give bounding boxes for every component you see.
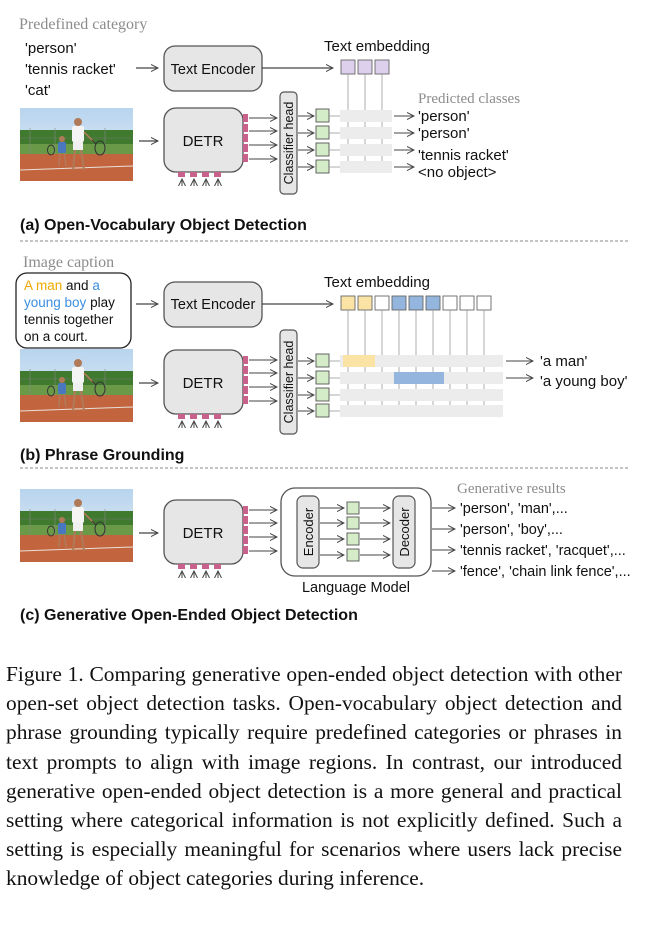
match-bar-young-boy [394,372,444,384]
caption-line-4: on a court. [24,329,88,344]
detr-to-lm-arrows-c [249,510,277,551]
detr-queries-a [178,114,248,177]
photo-a [19,107,134,182]
photo-b [19,348,134,423]
encoder-box [296,495,320,569]
prediction-2: 'tennis racket' [418,147,509,164]
text-embedding-label-a: Text embedding [324,38,430,55]
generative-results-header: Generative results [457,481,566,497]
caption-line-1: A man and a [24,278,100,293]
head-to-query-arrows-b [298,361,314,411]
decoder-label: Decoder [397,507,412,557]
text-encoder-label-a: Text Encoder [171,62,256,78]
panel-a-header: Predefined category [19,16,147,33]
category-tennis-racket: 'tennis racket' [25,61,116,78]
caption-line-2: young boy play [24,295,115,310]
detr-queries-b [178,356,248,419]
decoder-box [392,495,416,569]
text-encoder-label-b: Text Encoder [171,297,256,313]
detr-label-a: DETR [183,133,224,150]
panel-b-header: Image caption [23,254,114,271]
embedding-cell-a3 [374,59,390,75]
embedding-cell-a2 [357,59,373,75]
classifier-head-label-b: Classifier head [282,341,296,424]
lm-internal-arrows [320,508,390,555]
detr-input-arrows-a [182,179,218,186]
detr-to-head-arrows-b [249,360,277,401]
classifier-head-label-a: Classifier head [282,102,296,185]
score-bars-b [340,355,503,417]
classifier-head-a [279,91,298,195]
output-a-young-boy: 'a young boy' [540,373,628,390]
detr-to-head-arrows-a [249,118,277,159]
detr-label-c: DETR [183,525,224,542]
detr-input-arrows-b [182,421,218,428]
result-3: 'fence', 'chain link fence',... [460,564,631,580]
score-bars-a [340,110,392,173]
query-cells-b [315,353,330,418]
predicted-classes-header: Predicted classes [418,91,520,107]
category-person: 'person' [25,40,77,57]
lm-output-arrows [432,508,455,571]
result-2: 'tennis racket', 'racquet',... [460,543,626,559]
text-embedding-label-b: Text embedding [324,274,430,291]
detr-label-b: DETR [183,375,224,392]
caption-phrase-young-boy: young boy [24,295,87,310]
photo-c [19,488,134,563]
prediction-1: 'person' [418,125,470,142]
figure-caption: Figure 1. Comparing generative open-ende… [6,662,622,891]
result-1: 'person', 'boy',... [460,522,563,538]
classifier-head-b [279,329,298,435]
embedding-cell-a1 [340,59,356,75]
language-model-label: Language Model [302,580,410,596]
figure-diagram: Predefined category 'person' 'tennis rac… [15,16,631,624]
caption-line-3: tennis together [24,312,114,327]
embedding-cells-b [340,295,492,311]
match-bar-a-man [343,355,375,367]
query-cells-c [346,501,360,562]
result-0: 'person', 'man',... [460,501,568,517]
panel-b-title: (b) Phrase Grounding [20,447,184,464]
panel-a-title: (a) Open-Vocabulary Object Detection [20,217,307,234]
head-to-query-arrows-a [298,116,314,167]
detr-input-arrows-c [182,571,218,578]
prediction-0: 'person' [418,108,470,125]
caption-phrase-a-man: A man [24,278,62,293]
prediction-3: <no object> [418,164,497,181]
prediction-arrows-a [394,116,414,167]
category-cat: 'cat' [25,82,51,99]
query-cells-a [315,108,330,174]
panel-c-title: (c) Generative Open-Ended Object Detecti… [20,607,358,624]
caption-box [15,272,132,349]
encoder-label: Encoder [301,507,316,556]
detr-queries-c [178,506,248,569]
output-a-man: 'a man' [540,353,588,370]
